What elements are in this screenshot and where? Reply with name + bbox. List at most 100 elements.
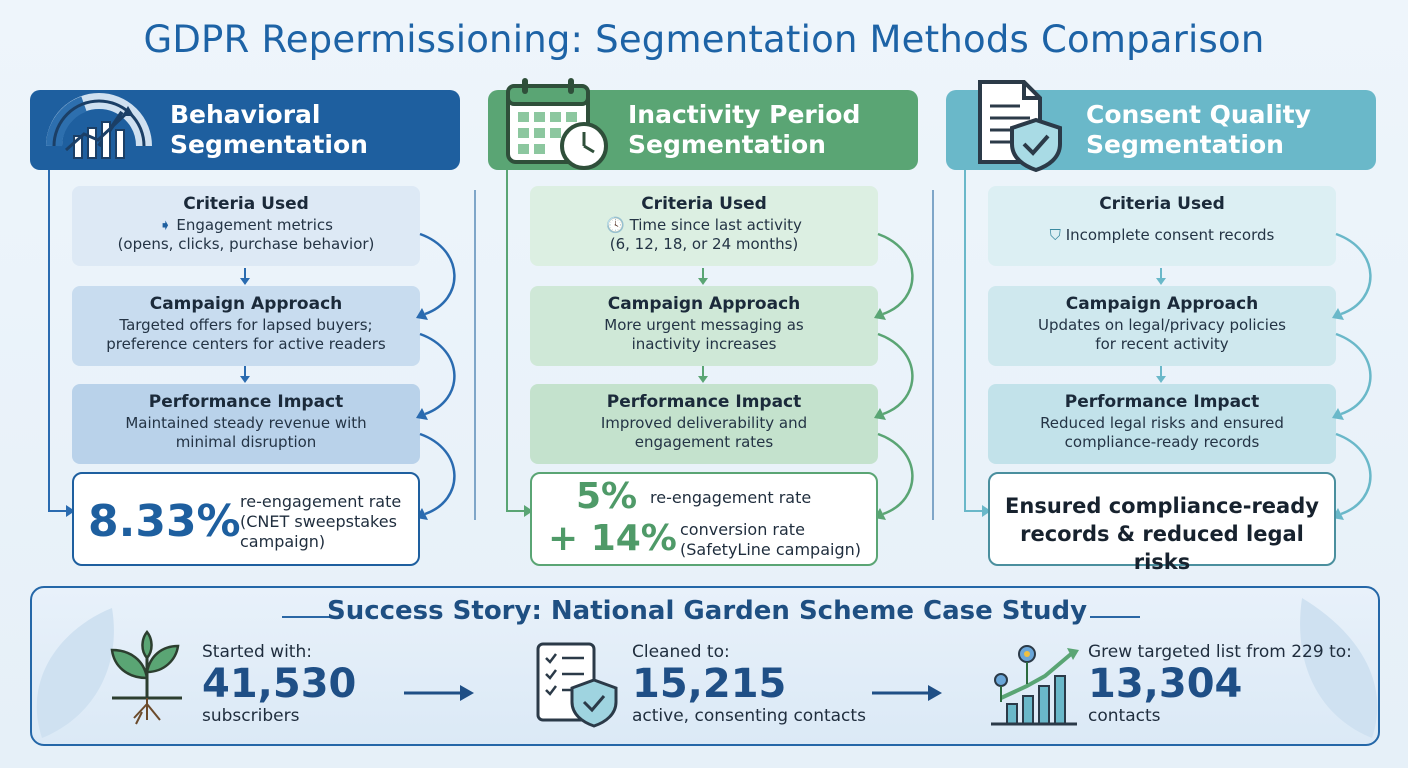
approach-line-2: inactivity increases (631, 335, 777, 353)
approach-box: Campaign Approach More urgent messaging … (530, 286, 878, 366)
inactivity-column: Inactivity Period Segmentation Criteria … (488, 78, 918, 570)
result-line-2: (CNET sweepstakes (240, 512, 397, 531)
impact-line-2: compliance-ready records (1064, 433, 1260, 451)
result-line-2: records & reduced legal risks (1020, 522, 1304, 574)
result-line-3: campaign) (240, 532, 326, 551)
approach-box: Campaign Approach Targeted offers for la… (72, 286, 420, 366)
result-label-1: re-engagement rate (650, 488, 812, 507)
criteria-line-2: (6, 12, 18, or 24 months) (609, 235, 799, 253)
header-line-2: Segmentation (1086, 130, 1284, 159)
approach-box: Campaign Approach Updates on legal/priva… (988, 286, 1336, 366)
column-divider (474, 190, 476, 520)
criteria-line-2: (opens, clicks, purchase behavior) (117, 235, 375, 253)
result-label-2a: conversion rate (680, 520, 805, 539)
title-rule-right (1090, 616, 1140, 618)
flow-rail-end (506, 510, 528, 512)
curved-connector (416, 332, 456, 420)
approach-heading: Campaign Approach (607, 294, 801, 314)
page-title: GDPR Repermissioning: Segmentation Metho… (143, 18, 1265, 61)
flow-rail-end (964, 510, 986, 512)
stat-sub: active, consenting contacts (632, 706, 866, 726)
right-arrow-icon (404, 685, 474, 701)
title-rule-left (282, 616, 332, 618)
flow-rail (964, 170, 966, 512)
impact-line-2: minimal disruption (175, 433, 317, 451)
criteria-line-1: Engagement metrics (176, 216, 333, 234)
impact-line-1: Maintained steady revenue with (125, 414, 367, 432)
criteria-box: Criteria Used 🕓 Time since last activity… (530, 186, 878, 266)
approach-line-1: More urgent messaging as (604, 316, 804, 334)
down-arrow-icon (698, 366, 708, 383)
header-line-2: Segmentation (628, 130, 826, 159)
down-arrow-icon (1156, 268, 1166, 285)
impact-heading: Performance Impact (606, 392, 802, 412)
approach-line-2: for recent activity (1095, 335, 1229, 353)
impact-line-2: engagement rates (634, 433, 774, 451)
result-box: 5% re-engagement rate + 14% conversion r… (530, 472, 878, 566)
document-shield-icon (978, 80, 1062, 172)
stat-grew: Grew targeted list from 229 to: 13,304 c… (1088, 642, 1352, 726)
header-line-1: Behavioral (170, 100, 321, 129)
approach-line-2: preference centers for active readers (106, 335, 386, 353)
down-arrow-icon (698, 268, 708, 285)
impact-heading: Performance Impact (1064, 392, 1260, 412)
result-label-2b: (SafetyLine campaign) (680, 540, 861, 559)
criteria-box: Criteria Used ⛉ Incomplete consent recor… (988, 186, 1336, 266)
criteria-line-1: Time since last activity (629, 216, 802, 234)
flow-rail-arrowhead (524, 505, 533, 517)
success-story-panel: Success Story: National Garden Scheme Ca… (30, 586, 1380, 746)
stat-label: Grew targeted list from 229 to: (1088, 642, 1352, 662)
column-divider (932, 190, 934, 520)
flow-rail (48, 170, 50, 512)
shield-check-icon: ⛉ (1049, 226, 1066, 244)
down-arrow-icon (1156, 366, 1166, 383)
curved-connector (1332, 332, 1372, 420)
double-arrow-icon: ➧ (159, 216, 177, 234)
header-line-1: Consent Quality (1086, 100, 1311, 129)
impact-line-1: Improved deliverability and (600, 414, 808, 432)
criteria-heading: Criteria Used (183, 194, 309, 214)
impact-heading: Performance Impact (148, 392, 344, 412)
approach-heading: Campaign Approach (1065, 294, 1259, 314)
approach-line-1: Targeted offers for lapsed buyers; (119, 316, 373, 334)
criteria-heading: Criteria Used (1099, 194, 1225, 214)
leaf-decoration-icon (1300, 598, 1378, 738)
header-line-1: Inactivity Period (628, 100, 861, 129)
gauge-chart-icon (46, 93, 152, 159)
approach-line-1: Updates on legal/privacy policies (1038, 316, 1286, 334)
curved-connector (874, 232, 914, 320)
criteria-box: Criteria Used ➧ Engagement metrics (open… (72, 186, 420, 266)
result-value-1: 5% (576, 476, 638, 517)
flow-rail-arrowhead (66, 505, 75, 517)
flow-rail (506, 170, 508, 512)
right-arrow-icon (872, 685, 942, 701)
plant-roots-icon (110, 630, 182, 725)
stat-label: Started with: (202, 642, 312, 662)
impact-box: Performance Impact Maintained steady rev… (72, 384, 420, 464)
criteria-line-1: Incomplete consent records (1065, 226, 1275, 244)
stat-sub: subscribers (202, 706, 300, 726)
result-line-1: re-engagement rate (240, 492, 402, 511)
stat-cleaned: Cleaned to: 15,215 active, consenting co… (632, 642, 866, 726)
header-line-2: Segmentation (170, 130, 368, 159)
flow-rail-end (48, 510, 70, 512)
growth-chart-flower-icon (991, 645, 1079, 726)
stat-value: 15,215 (632, 661, 787, 707)
stat-started: Started with: 41,530 subscribers (202, 642, 356, 726)
approach-heading: Campaign Approach (149, 294, 343, 314)
result-box: Ensured compliance-ready records & reduc… (988, 472, 1336, 574)
stat-value: 41,530 (202, 661, 357, 707)
impact-box: Performance Impact Reduced legal risks a… (988, 384, 1336, 464)
curved-connector (1332, 232, 1372, 320)
down-arrow-icon (240, 268, 250, 285)
success-story-title: Success Story: National Garden Scheme Ca… (326, 596, 1088, 626)
result-line-1: Ensured compliance-ready (1005, 494, 1319, 518)
criteria-heading: Criteria Used (641, 194, 767, 214)
calendar-clock-icon (506, 78, 608, 170)
down-arrow-icon (240, 366, 250, 383)
stat-label: Cleaned to: (632, 642, 730, 662)
checklist-shield-icon (536, 642, 618, 728)
clock-icon: 🕓 (606, 216, 630, 234)
impact-box: Performance Impact Improved deliverabili… (530, 384, 878, 464)
leaf-decoration-icon (36, 608, 114, 738)
